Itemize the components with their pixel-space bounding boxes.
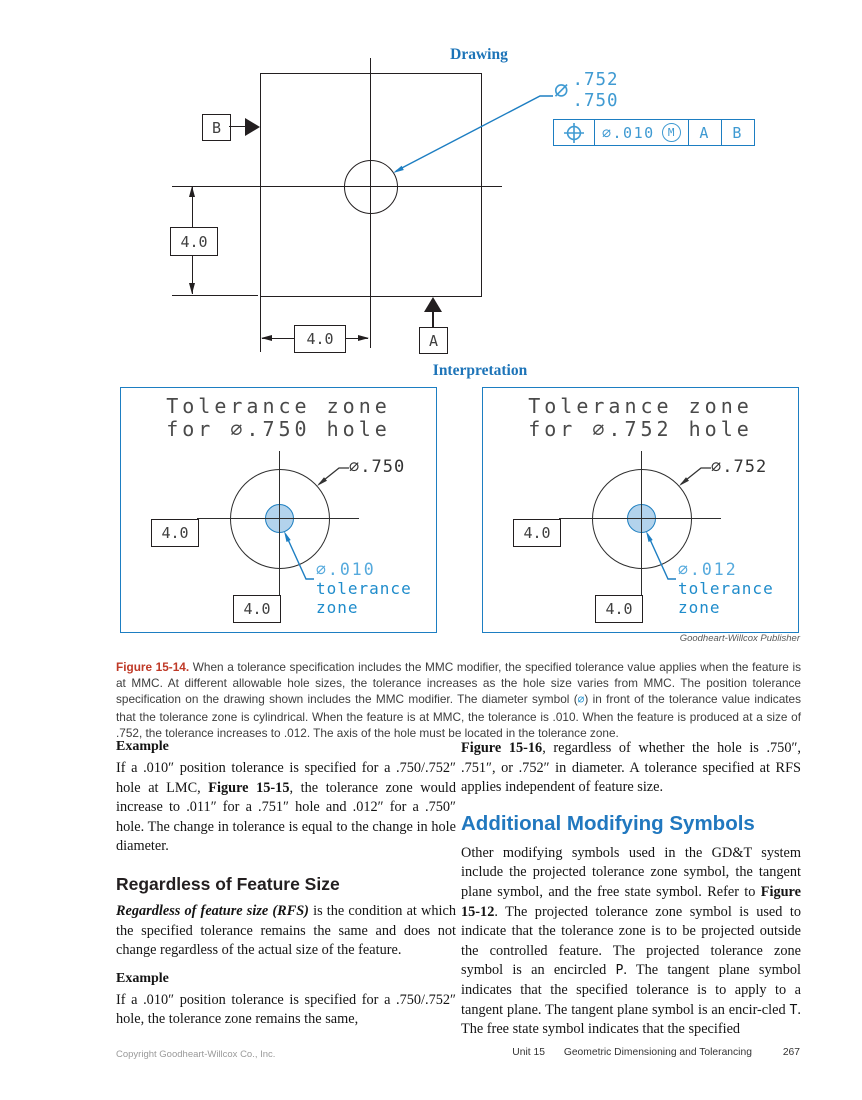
paragraph-rfs-definition: Regardless of feature size (RFS) is the …	[116, 902, 456, 959]
rfs-section-heading: Regardless of Feature Size	[116, 873, 340, 894]
panel-vertical-centerline	[278, 451, 280, 618]
panel-title: Tolerance zone for ⌀.750 hole	[166, 394, 391, 441]
panel-dim-left: 4.0	[513, 519, 561, 547]
hole-size-lower: .750	[572, 91, 619, 111]
drawing-label: Drawing	[450, 46, 508, 63]
paragraph-lmc-example: If a .010″ position tolerance is specifi…	[116, 760, 456, 855]
horizontal-dim-arrow-left	[261, 334, 272, 341]
vertical-dim-extension	[172, 294, 258, 296]
interpretation-panel-750: Tolerance zone for ⌀.750 hole 4.0 4.0 ⌀.…	[120, 387, 437, 633]
diameter-symbol: ⌀	[554, 76, 569, 104]
additional-symbols-heading: Additional Modifying Symbols	[461, 811, 755, 835]
datum-a-leader	[432, 312, 434, 327]
publisher-credit: Goodheart-Willcox Publisher	[679, 633, 800, 644]
example-heading: Example	[116, 739, 169, 754]
tolerance-zone-callout: ⌀.012 tolerance zone	[678, 560, 774, 617]
horizontal-dim-extension	[259, 297, 261, 352]
paragraph-modifying-symbols: Other modifying symbols used in the GD&T…	[461, 844, 801, 1038]
unit-number: Unit 15	[512, 1047, 545, 1058]
panel-dim-bottom: 4.0	[233, 595, 281, 623]
figure-caption: Figure 15-14. When a tolerance specifica…	[116, 659, 801, 740]
paragraph-rfs-example-continued: Figure 15-16, regardless of whether the …	[461, 740, 801, 796]
tolerance-zone-callout: ⌀.010 tolerance zone	[316, 560, 412, 617]
panel-horizontal-centerline	[197, 517, 359, 519]
horizontal-dim-box: 4.0	[294, 325, 346, 353]
left-column: Example If a .010″ position tolerance is…	[116, 739, 456, 1030]
hole-circle	[344, 160, 398, 214]
hole-size-dimension: ⌀ .752 .750	[554, 70, 619, 112]
unit-title: Geometric Dimensioning and Tolerancing	[563, 1047, 752, 1058]
vertical-dim-arrow-up	[188, 186, 195, 197]
datum-a-box: A	[419, 327, 448, 354]
datum-b-triangle	[245, 118, 260, 136]
drawing-figure: Drawing B A 4.0 4.0	[0, 0, 862, 385]
running-footer: Unit 15 Geometric Dimensioning and Toler…	[512, 1047, 800, 1058]
datum-a-triangle	[424, 297, 442, 312]
hole-outline-circle	[592, 469, 692, 569]
fcf-tolerance-cell: ⌀.010 M	[594, 120, 688, 145]
horizontal-dim-arrow-right	[358, 334, 369, 341]
panel-vertical-centerline	[640, 451, 642, 618]
example-heading: Example	[116, 970, 169, 986]
hole-diameter-label: ⌀.752	[711, 457, 768, 477]
paragraph-rfs-example: If a .010″ position tolerance is specifi…	[116, 991, 456, 1028]
vertical-dim-arrow-down	[188, 283, 195, 294]
hole-outline-circle	[230, 469, 330, 569]
feature-control-frame: ⌀.010 M A B	[553, 119, 755, 146]
copyright-notice: Copyright Goodheart-Willcox Co., Inc.	[116, 1049, 276, 1060]
interpretation-label: Interpretation	[432, 362, 528, 379]
position-symbol-icon	[564, 122, 584, 143]
vertical-dim-box: 4.0	[170, 227, 218, 256]
mmc-modifier-icon: M	[661, 123, 681, 142]
fcf-position-cell	[554, 120, 594, 145]
fcf-datum2-cell: B	[720, 120, 754, 145]
fcf-datum1-cell: A	[687, 120, 721, 145]
panel-title: Tolerance zone for ⌀.752 hole	[528, 394, 753, 441]
datum-b-box: B	[202, 114, 231, 141]
datum-b-leader	[229, 126, 246, 128]
right-column: Figure 15-16, regardless of whether the …	[461, 739, 801, 1040]
part-outline	[260, 73, 482, 297]
panel-dim-bottom: 4.0	[595, 595, 643, 623]
panel-horizontal-centerline	[559, 517, 721, 519]
hole-size-upper: .752	[572, 70, 619, 90]
interpretation-panel-752: Tolerance zone for ⌀.752 hole 4.0 4.0 ⌀.…	[482, 387, 799, 633]
panel-dim-left: 4.0	[151, 519, 199, 547]
hole-diameter-label: ⌀.750	[349, 457, 406, 477]
hole-horizontal-centerline	[172, 185, 502, 187]
page-number: 267	[782, 1047, 800, 1058]
fcf-tolerance-value: ⌀.010	[602, 123, 655, 142]
